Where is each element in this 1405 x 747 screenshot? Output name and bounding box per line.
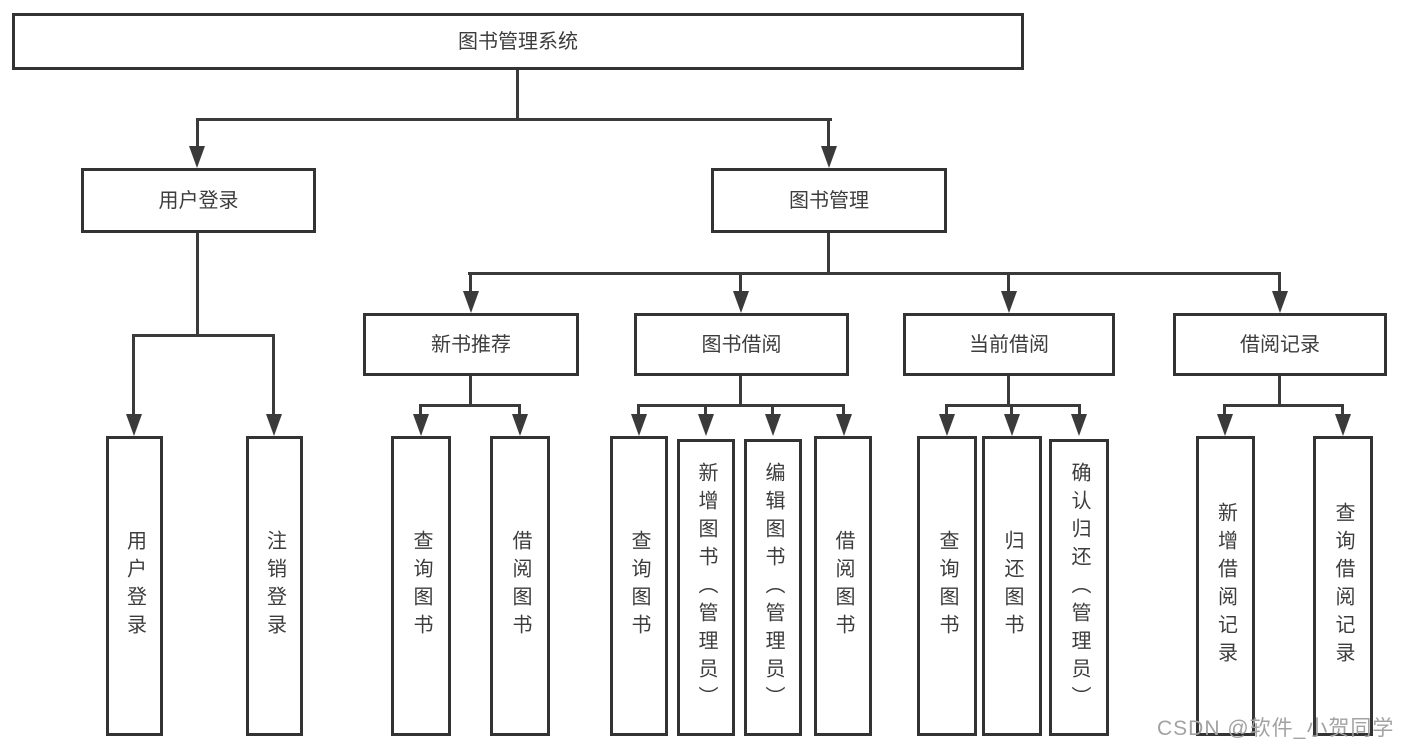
node-current-borrowing: 当前借阅 [903, 313, 1115, 376]
arrowhead-down-icon [631, 414, 647, 436]
connector-drop-current-borrowing [1007, 272, 1010, 293]
connector-drop [419, 404, 422, 416]
arrowhead-down-icon [512, 414, 528, 436]
arrowhead-down-icon [1004, 414, 1020, 436]
connector-new-book-recommend-stem [469, 376, 472, 404]
connector-drop [1341, 404, 1344, 416]
node-borrow-records: 借阅记录 [1173, 313, 1387, 376]
connector-drop-user-login [196, 118, 199, 148]
connector-user-login-rail [132, 334, 275, 337]
connector-drop [945, 404, 948, 416]
arrowhead-down-icon [765, 414, 781, 436]
arrowhead-down-icon [1335, 414, 1351, 436]
leaf-query-books-borrowing: 查询图书 [610, 436, 668, 736]
connector-drop-book-management [827, 118, 830, 148]
leaf-query-books-recommend: 查询图书 [391, 436, 451, 736]
connector-drop-leaf-logout [272, 334, 275, 416]
arrowhead-down-icon [821, 146, 837, 168]
leaf-borrow-books-recommend: 借阅图书 [490, 436, 550, 736]
connector-drop [771, 404, 774, 416]
connector-new-book-recommend-rail [419, 404, 521, 407]
arrowhead-down-icon [126, 414, 142, 436]
connector-drop-leaf-user-login [132, 334, 135, 416]
connector-drop [1223, 404, 1226, 416]
connector-borrow-records-stem [1278, 376, 1281, 404]
connector-drop [1078, 404, 1081, 416]
connector-book-borrowing-stem [739, 376, 742, 404]
node-book-borrowing: 图书借阅 [634, 313, 849, 376]
connector-drop [704, 404, 707, 416]
connector-book-borrowing-rail [637, 404, 845, 407]
arrowhead-down-icon [939, 414, 955, 436]
connector-user-login-stem [196, 233, 199, 334]
connector-drop-book-borrowing [739, 272, 742, 293]
connector-borrow-records-rail [1223, 404, 1344, 407]
connector-book-management-stem [827, 233, 830, 272]
connector-book-management-rail [468, 272, 1281, 275]
leaf-add-book-admin: 新增图书（管理员） [677, 439, 735, 736]
arrowhead-down-icon [189, 146, 205, 168]
leaf-user-login: 用户登录 [106, 436, 163, 736]
arrowhead-down-icon [1071, 414, 1087, 436]
arrowhead-down-icon [266, 414, 282, 436]
connector-drop-borrow-records [1278, 272, 1281, 293]
leaf-edit-book-admin: 编辑图书（管理员） [744, 439, 802, 736]
connector-drop [518, 404, 521, 416]
csdn-watermark: CSDN @软件_小贺同学 [1157, 717, 1395, 740]
arrowhead-down-icon [733, 291, 749, 313]
connector-root-stem [516, 70, 519, 118]
connector-drop [842, 404, 845, 416]
arrowhead-down-icon [1272, 291, 1288, 313]
connector-root-rail [196, 118, 832, 121]
leaf-confirm-return-admin: 确认归还（管理员） [1049, 439, 1109, 736]
arrowhead-down-icon [1217, 414, 1233, 436]
arrowhead-down-icon [836, 414, 852, 436]
connector-drop-new-book-recommend [469, 272, 472, 293]
node-root-library-system: 图书管理系统 [12, 13, 1024, 70]
connector-current-borrowing-stem [1007, 376, 1010, 404]
leaf-add-borrow-record: 新增借阅记录 [1196, 436, 1255, 736]
connector-drop [1010, 404, 1013, 416]
leaf-logout: 注销登录 [246, 436, 303, 736]
leaf-return-book: 归还图书 [982, 436, 1042, 736]
arrowhead-down-icon [413, 414, 429, 436]
node-user-login: 用户登录 [81, 168, 316, 233]
leaf-query-borrow-record: 查询借阅记录 [1313, 436, 1373, 736]
arrowhead-down-icon [1001, 291, 1017, 313]
connector-current-borrowing-rail [945, 404, 1081, 407]
arrowhead-down-icon [698, 414, 714, 436]
arrowhead-down-icon [463, 291, 479, 313]
connector-drop [637, 404, 640, 416]
node-new-book-recommend: 新书推荐 [363, 313, 579, 376]
leaf-borrow-books-borrowing: 借阅图书 [814, 436, 872, 736]
node-book-management: 图书管理 [711, 168, 947, 233]
leaf-query-books-current: 查询图书 [917, 436, 977, 736]
